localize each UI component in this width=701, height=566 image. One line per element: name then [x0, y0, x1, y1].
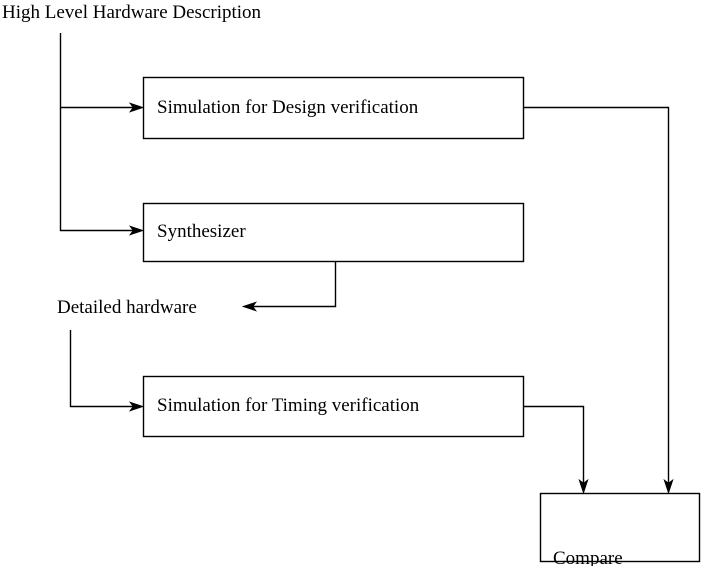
- edge-simulation-timing-verification-to-compare-results: [523, 405, 589, 495]
- node-label-synthesizer: Synthesizer: [157, 221, 246, 242]
- node-label-simulation-timing-verification: Simulation for Timing verification: [157, 395, 420, 416]
- node-box-simulation-design-verification[interactable]: [142, 76, 525, 140]
- node-label-compare-results: Compare Results: [553, 501, 623, 566]
- node-box-compare-results[interactable]: [539, 492, 701, 563]
- edge-title-to-simulation-design-verification: [59, 33, 145, 113]
- node-box-simulation-timing-verification[interactable]: [142, 375, 525, 438]
- page-title: High Level Hardware Description: [2, 2, 262, 23]
- edge-simulation-design-verification-to-compare-results: [523, 106, 674, 495]
- node-label-simulation-design-verification: Simulation for Design verification: [157, 97, 419, 118]
- node-label-compare-results-line1: Compare: [553, 548, 623, 566]
- node-box-synthesizer[interactable]: [142, 202, 525, 263]
- edge-detailed-hardware-to-simulation-timing-verification: [69, 330, 145, 412]
- edge-title-to-synthesizer: [59, 107, 145, 236]
- node-label-detailed-hardware: Detailed hardware: [57, 297, 197, 318]
- edge-synthesizer-to-detailed-hardware: [241, 261, 337, 312]
